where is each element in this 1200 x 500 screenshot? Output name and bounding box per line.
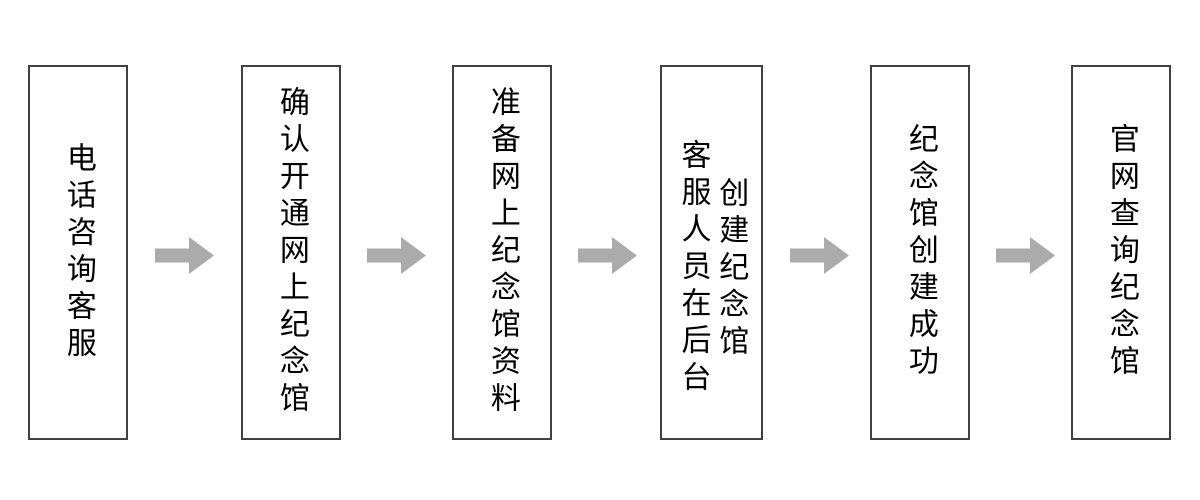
node-4-text-column-2: 创建纪念馆 xyxy=(713,177,749,362)
node-1-text-column-1: 电话咨询客服 xyxy=(60,141,96,364)
flow-arrow-5 xyxy=(996,237,1055,274)
node-5-text-column-1: 纪念馆创建成功 xyxy=(902,123,938,382)
node-6-text-column-1: 官网查询纪念馆 xyxy=(1103,123,1139,382)
process-node-4[interactable]: 创建纪念馆 客服人员在后台 xyxy=(660,65,763,440)
process-node-5[interactable]: 纪念馆创建成功 xyxy=(870,65,970,440)
process-node-3[interactable]: 准备网上纪念馆资料 xyxy=(452,65,552,440)
flow-arrow-2 xyxy=(367,237,426,274)
process-node-1[interactable]: 电话咨询客服 xyxy=(28,65,128,440)
flow-arrow-3 xyxy=(578,237,637,274)
node-2-text-column-1: 确认开通网上纪念馆 xyxy=(273,86,309,419)
process-node-2[interactable]: 确认开通网上纪念馆 xyxy=(241,65,341,440)
node-3-text-column-1: 准备网上纪念馆资料 xyxy=(484,86,520,419)
node-4-text-column-1: 客服人员在后台 xyxy=(675,139,711,398)
flow-arrow-1 xyxy=(155,237,214,274)
flow-arrow-4 xyxy=(790,237,849,274)
process-node-6[interactable]: 官网查询纪念馆 xyxy=(1071,65,1171,440)
